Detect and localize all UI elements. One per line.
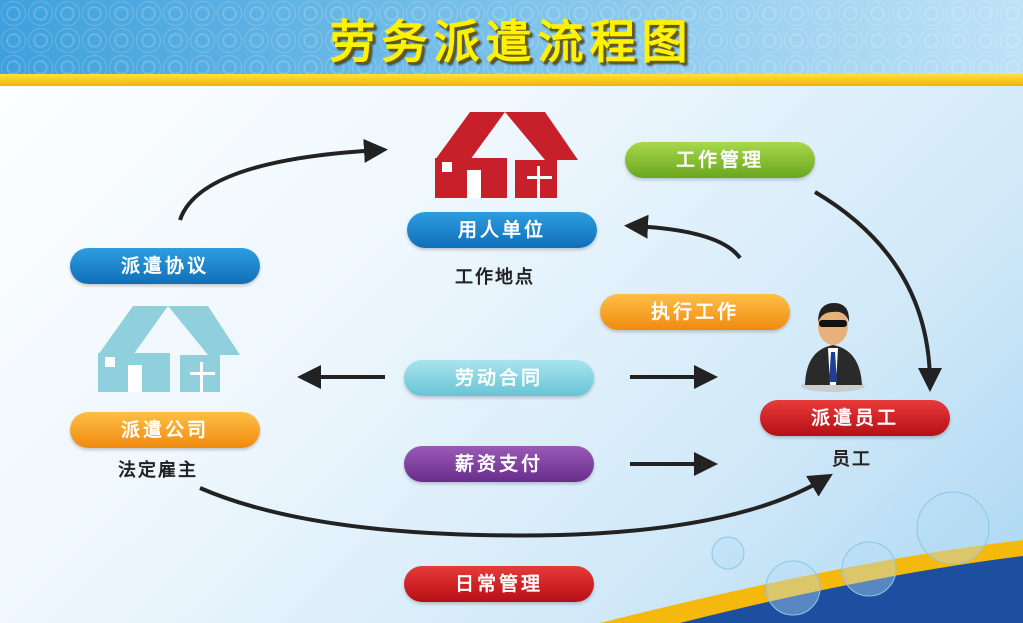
flow-arrows xyxy=(178,138,942,538)
header-divider xyxy=(0,74,1023,86)
page-title: 劳务派遣流程图 xyxy=(329,15,694,69)
pill-dispatch-agreement: 派遣协议 xyxy=(70,248,260,284)
arrow-work-to-employer xyxy=(624,214,742,260)
pill-daily-management: 日常管理 xyxy=(404,566,594,602)
pill-work-management: 工作管理 xyxy=(625,142,815,178)
arrow-management-to-employee xyxy=(813,190,942,392)
pill-employer-unit: 用人单位 xyxy=(407,212,597,248)
label-workplace: 工作地点 xyxy=(455,267,535,288)
pill-salary-payment: 薪资支付 xyxy=(404,446,594,482)
pill-dispatched-employee: 派遣员工 xyxy=(760,400,950,436)
pill-perform-work: 执行工作 xyxy=(600,294,790,330)
label-employee: 员工 xyxy=(832,449,872,470)
pill-dispatch-company: 派遣公司 xyxy=(70,412,260,448)
pill-labor-contract: 劳动合同 xyxy=(404,360,594,396)
arrow-agreement-to-employer xyxy=(178,138,388,221)
label-legal-employer: 法定雇主 xyxy=(118,460,198,481)
person-icon-employee xyxy=(801,303,865,392)
house-icon-employer xyxy=(435,112,578,198)
arrow-daily-management xyxy=(199,473,833,538)
decor-bubbles xyxy=(711,491,990,616)
header-banner xyxy=(0,0,1023,74)
house-icon-dispatch-company xyxy=(98,306,240,392)
